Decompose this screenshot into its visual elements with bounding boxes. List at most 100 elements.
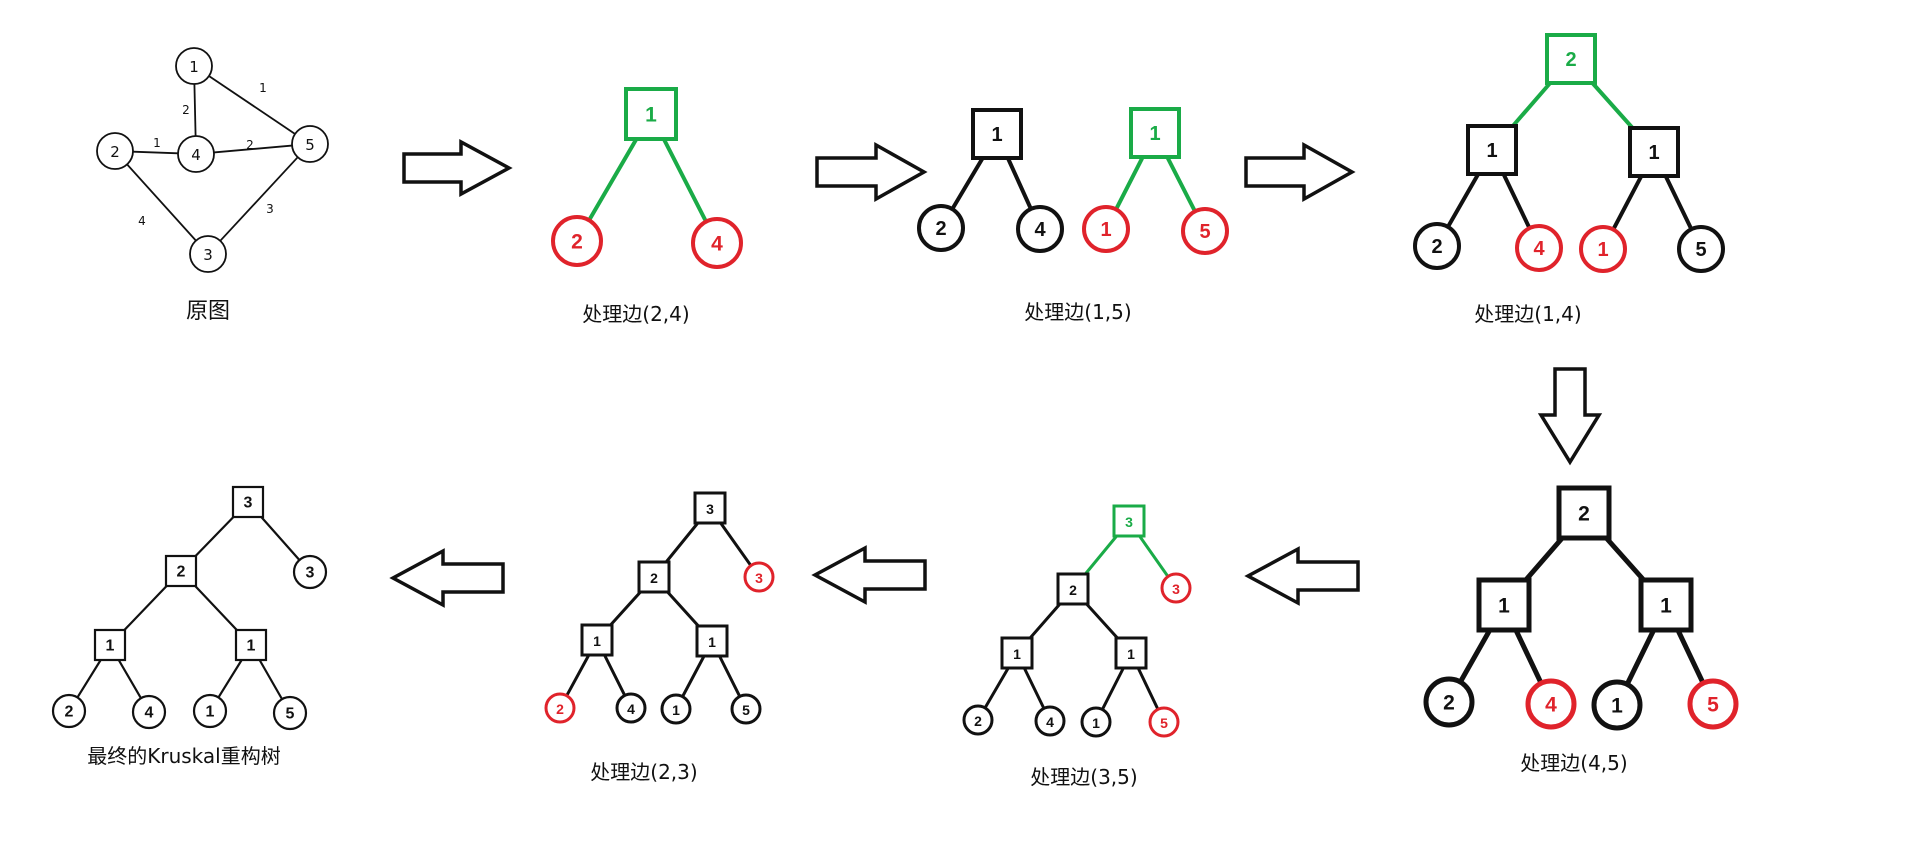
- graph-edge-3-5: [219, 156, 299, 242]
- tree-edge: [603, 653, 627, 697]
- tree-edge: [1675, 627, 1706, 686]
- leaf-node-circle: [1579, 225, 1627, 273]
- tree-edge: [983, 666, 1010, 710]
- leaf-node-circle: [131, 694, 167, 730]
- arrow-down-icon: [1537, 367, 1603, 466]
- node-label: 2: [1069, 582, 1077, 598]
- tree-edge: [123, 584, 168, 632]
- graph-node-label-4: 4: [191, 146, 201, 164]
- leaf-node-circle: [691, 217, 743, 269]
- merge-node-square: [231, 485, 265, 519]
- tree-edge: [260, 515, 301, 562]
- node-label: 2: [1443, 692, 1455, 715]
- graph-edge-1-5: [208, 75, 296, 135]
- merge-node-square: [1112, 504, 1146, 538]
- tree-panel-6: 3 2 3 1 1 2 4 1 5: [544, 491, 775, 725]
- node-label: 3: [1172, 581, 1180, 597]
- graph-edge-weight-2-3: 4: [138, 214, 146, 228]
- arrow-right-icon: [815, 142, 928, 202]
- tree-edge: [1083, 534, 1119, 576]
- caption-step-2: 处理边(1,5): [1024, 300, 1131, 324]
- leaf-node-circle: [1080, 706, 1112, 738]
- node-label: 2: [556, 701, 564, 717]
- tree-edge: [681, 654, 706, 699]
- merge-node-square: [1556, 485, 1612, 541]
- node-label: 1: [593, 633, 601, 649]
- tree-edge: [76, 658, 102, 699]
- node-label: 1: [1648, 142, 1659, 164]
- leaf-node-circle: [615, 692, 647, 724]
- leaf-node-circle: [1515, 224, 1563, 272]
- caption-step-1: 处理边(2,4): [582, 302, 689, 326]
- merge-node-square: [1638, 577, 1694, 633]
- node-label: 2: [177, 564, 186, 581]
- tree-edge: [661, 137, 709, 224]
- tree-edge: [1445, 172, 1481, 229]
- tree-edge: [719, 521, 753, 568]
- step-arrows: [389, 139, 1603, 608]
- merge-node-square: [693, 491, 727, 525]
- merge-node-square: [1056, 572, 1090, 606]
- node-label: 1: [991, 124, 1002, 146]
- node-label: 5: [1695, 239, 1706, 261]
- merge-node-square: [580, 623, 614, 657]
- node-label: 2: [935, 218, 946, 240]
- tree-edge: [194, 515, 235, 558]
- leaf-node-circle: [1160, 572, 1192, 604]
- graph-node-label-2: 2: [110, 143, 120, 161]
- merge-node-square: [1628, 126, 1680, 178]
- merge-node-square: [1129, 107, 1181, 159]
- node-label: 3: [755, 570, 763, 586]
- node-label: 2: [650, 570, 658, 586]
- graph-node-label-1: 1: [189, 58, 199, 76]
- captions: 原图 处理边(2,4) 处理边(1,5) 处理边(1,4) 处理边(4,5) 处…: [87, 299, 1627, 789]
- node-label: 2: [1431, 236, 1442, 258]
- caption-original-graph: 原图: [186, 299, 230, 324]
- node-label: 1: [206, 704, 215, 721]
- graph-edge-2-4: [132, 150, 179, 155]
- graph-node-1: [175, 47, 213, 85]
- graph-edge-weight-1-5: 1: [259, 81, 267, 95]
- arrow-right-icon: [1244, 142, 1356, 202]
- caption-step-5: 处理边(3,5): [1030, 765, 1137, 789]
- leaf-node-circle: [917, 204, 965, 252]
- node-label: 5: [742, 702, 750, 718]
- graph-node-4: [177, 135, 215, 173]
- node-label: 4: [1533, 238, 1545, 260]
- graph-edge-weight-4-5: 2: [246, 138, 254, 152]
- caption-final-tree: 最终的Kruskal重构树: [87, 744, 280, 768]
- tree-edge: [718, 654, 742, 698]
- leaf-node-circle: [660, 693, 692, 725]
- tree-edge: [1513, 627, 1544, 686]
- node-label: 2: [974, 713, 982, 729]
- tree-edge: [1457, 627, 1493, 685]
- arrow-left-icon: [1244, 546, 1360, 606]
- caption-step-4: 处理边(4,5): [1520, 751, 1627, 775]
- node-label: 3: [706, 501, 714, 517]
- node-label: 1: [672, 702, 680, 718]
- node-label: 1: [645, 104, 657, 127]
- leaf-node-circle: [1016, 205, 1064, 253]
- node-label: 3: [1125, 514, 1133, 530]
- merge-node-square: [624, 87, 678, 141]
- node-label: 5: [1199, 221, 1210, 243]
- tree-edge: [950, 156, 985, 212]
- merge-node-square: [971, 108, 1023, 160]
- node-label: 1: [1597, 239, 1608, 261]
- graph-node-3: [189, 235, 227, 273]
- tree-edge: [1100, 666, 1125, 712]
- node-label: 4: [627, 701, 635, 717]
- node-label: 1: [708, 634, 716, 650]
- node-label: 1: [1127, 646, 1135, 662]
- graph-edge-4-5: [213, 144, 293, 154]
- tree-edge: [1523, 535, 1565, 583]
- merge-node-square: [93, 628, 127, 662]
- node-label: 1: [1611, 695, 1623, 718]
- tree-edge: [664, 521, 700, 564]
- leaf-node-circle: [1034, 705, 1066, 737]
